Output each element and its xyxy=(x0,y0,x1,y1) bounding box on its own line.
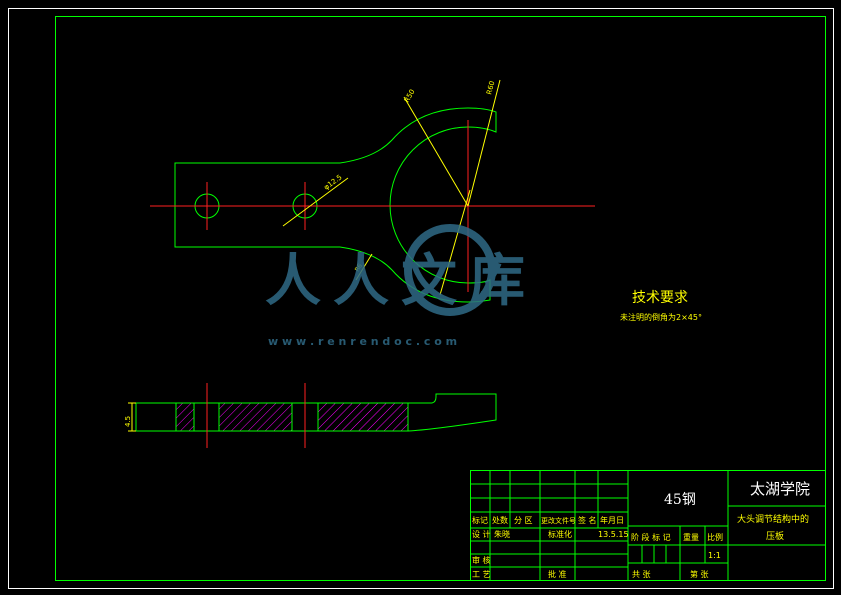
header-signature: 签 名 xyxy=(578,515,597,525)
school-name: 太湖学院 xyxy=(750,480,810,498)
dim-r6: R6 xyxy=(354,262,364,273)
dim-line-r60 xyxy=(467,79,501,207)
dim-line-r6 xyxy=(355,253,373,281)
review-label: 审 核 xyxy=(472,555,491,565)
header-marker: 标记 xyxy=(472,515,488,525)
tech-req-note: 未注明的倒角为2×45° xyxy=(620,312,702,322)
designer-name: 朱晓 xyxy=(494,529,510,539)
weight-label: 重量 xyxy=(683,532,699,542)
standardize-label: 标准化 xyxy=(548,529,572,539)
side-view xyxy=(128,383,497,448)
stage-mark-label: 阶 段 标 记 xyxy=(631,532,671,542)
hatch-3 xyxy=(318,403,408,431)
sheets-total: 共 张 xyxy=(632,570,651,579)
process-label: 工 艺 xyxy=(472,570,491,579)
title-block-border xyxy=(470,470,826,581)
dim-line-long xyxy=(439,189,471,296)
watermark-text: 人人文库 xyxy=(265,249,537,314)
approve-label: 批 准 xyxy=(548,569,567,579)
watermark-url: w w w . r e n r e n d o c . c o m xyxy=(268,335,457,348)
watermark: 人人文库 w w w . r e n r e n d o c . c o m xyxy=(265,224,537,348)
top-view xyxy=(150,79,595,303)
outer-frame xyxy=(8,8,834,589)
design-label: 设 计 xyxy=(472,529,491,539)
inner-frame xyxy=(55,16,826,581)
side-outline xyxy=(135,393,497,432)
design-date: 13.5.15 xyxy=(598,530,629,539)
hatch-2 xyxy=(219,403,292,431)
sheet-number: 第 张 xyxy=(690,569,709,579)
tech-req-title: 技术要求 xyxy=(632,290,688,306)
header-change-doc: 更改文件号 xyxy=(541,516,576,525)
dim-line-hole xyxy=(282,177,349,227)
header-count: 处数 xyxy=(492,515,508,525)
dim-line-r50 xyxy=(403,96,469,207)
header-zone: 分 区 xyxy=(514,516,533,525)
drawing-title-2: 压板 xyxy=(766,530,784,542)
watermark-logo-ring xyxy=(404,224,496,316)
dim-r50: R50 xyxy=(403,88,417,104)
drawing-title-1: 大头调节结构中的 xyxy=(737,513,809,525)
material: 45钢 xyxy=(664,492,696,508)
title-block xyxy=(470,470,826,581)
dim-r60: R60 xyxy=(485,80,496,95)
hatch-1 xyxy=(176,403,194,431)
scale-value: 1:1 xyxy=(708,551,721,560)
part-outline xyxy=(174,107,497,303)
scale-label: 比例 xyxy=(707,532,723,542)
header-date: 年月日 xyxy=(600,515,624,525)
dim-thickness: 4.5 xyxy=(124,416,132,427)
